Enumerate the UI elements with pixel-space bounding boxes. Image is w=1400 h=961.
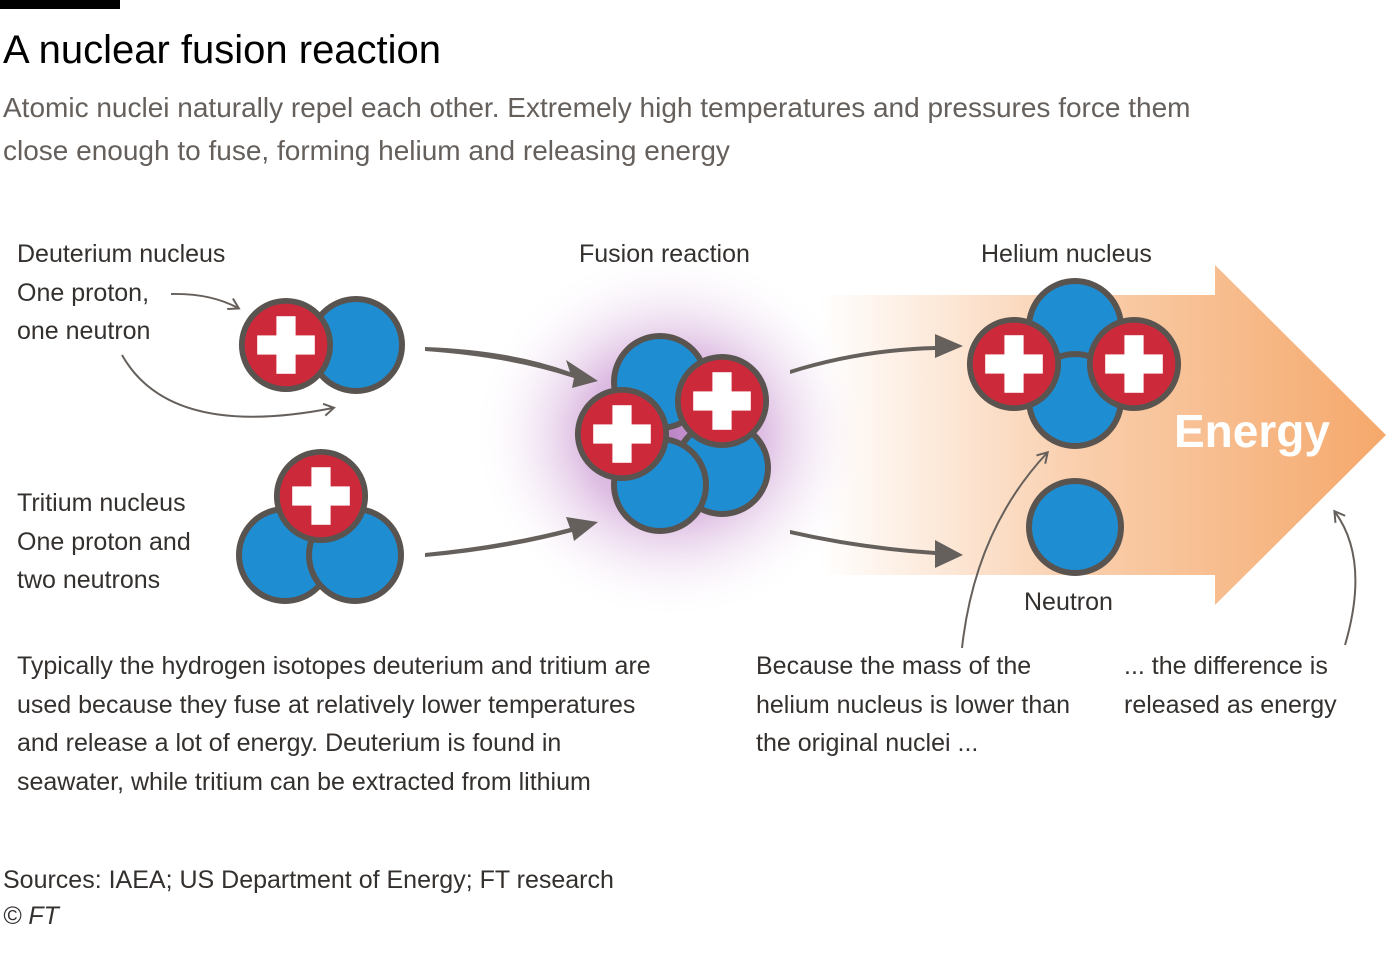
helium-label: Helium nucleus [981, 240, 1152, 268]
tritium-desc-line2: two neutrons [17, 566, 161, 594]
deuterium-desc-line1: One proton, [17, 279, 150, 307]
helium-nucleus [970, 278, 1178, 449]
isotopes-note: Typically the hydrogen isotopes deuteriu… [17, 652, 651, 796]
fusion-cluster [578, 333, 771, 534]
tritium-title: Tritium nucleus [17, 489, 186, 517]
proton-plus-icon [578, 390, 666, 478]
proton-plus-icon [242, 301, 330, 389]
arrow-tritium-to-fusion [425, 517, 598, 557]
copyright: © FT [3, 902, 59, 930]
fusion-label: Fusion reaction [579, 240, 750, 268]
proton-plus-icon [1090, 320, 1178, 408]
deuterium-title: Deuterium nucleus [17, 240, 226, 268]
tritium-nucleus [236, 452, 404, 604]
arrow-deuterium-to-fusion [425, 347, 598, 388]
deuterium-nucleus [242, 296, 405, 394]
page-subtitle: Atomic nuclei naturally repel each other… [3, 92, 1191, 166]
mass-note: Because the mass of the helium nucleus i… [756, 652, 1071, 757]
pointer-to-energy [1333, 509, 1357, 646]
source-note: Sources: IAEA; US Department of Energy; … [3, 866, 614, 894]
pointer-to-helium [961, 450, 1050, 649]
difference-note: ... the difference is released as energy [1124, 652, 1337, 719]
proton-plus-icon [970, 320, 1058, 408]
proton-plus-icon [277, 452, 365, 540]
arrow-fusion-to-helium [790, 334, 963, 374]
pointer-to-neutron [121, 354, 336, 418]
energy-label: Energy [1174, 405, 1330, 457]
reaction-arrows [425, 334, 963, 568]
brand-bar [0, 0, 120, 9]
arrow-fusion-to-neutron [790, 530, 963, 568]
fusion-glow [472, 250, 872, 620]
proton-plus-icon [678, 357, 766, 445]
deuterium-desc-line2: one neutron [17, 317, 151, 345]
tritium-desc-line1: One proton and [17, 528, 191, 556]
pointer-to-proton [170, 292, 241, 311]
page-title: A nuclear fusion reaction [3, 28, 442, 72]
free-neutron [1026, 478, 1124, 576]
neutron-label: Neutron [1024, 588, 1113, 616]
